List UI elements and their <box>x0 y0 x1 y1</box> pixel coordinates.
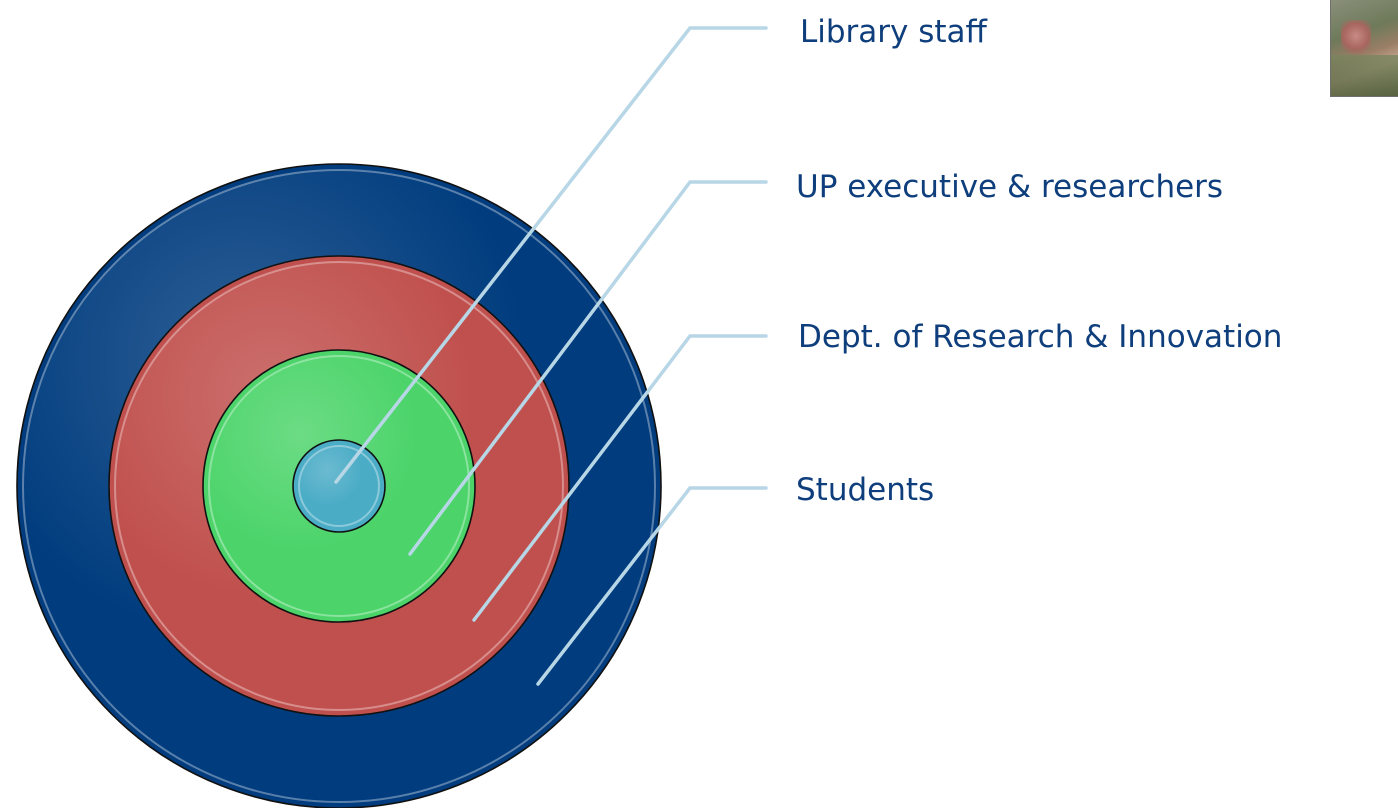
ring-core-highlight <box>298 445 380 527</box>
leader-lines <box>334 26 768 686</box>
photo-detail-ground <box>1331 55 1398 96</box>
photo-thumbnail <box>1330 0 1398 97</box>
leader-line-outer <box>536 486 768 686</box>
photo-detail-figure <box>1341 20 1371 60</box>
leader-line-middle <box>472 334 768 622</box>
label-library-staff: Library staff <box>800 14 988 50</box>
label-up-executive-researchers: UP executive & researchers <box>796 169 1223 205</box>
leader-line-core <box>334 26 768 484</box>
label-dept-research-innovation: Dept. of Research & Innovation <box>798 319 1282 355</box>
target-rings <box>16 163 662 808</box>
leader-line-inner <box>408 180 768 556</box>
label-students: Students <box>796 472 934 508</box>
